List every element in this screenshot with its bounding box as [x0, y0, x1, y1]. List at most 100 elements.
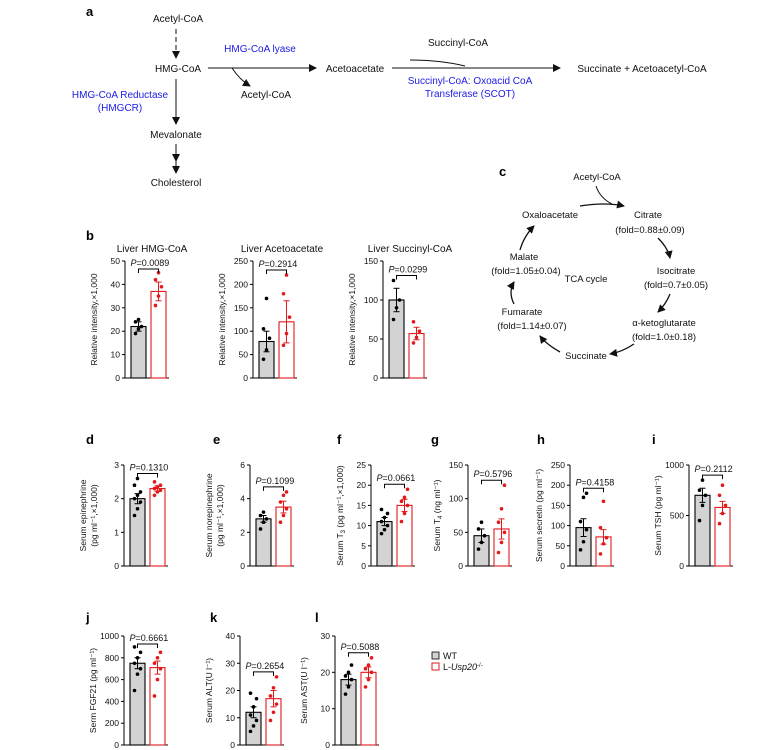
- y-tick-label: 20: [321, 667, 331, 677]
- significance-bracket: [138, 268, 159, 273]
- y-tick-label: 150: [364, 256, 378, 266]
- data-point: [363, 666, 368, 671]
- y-tick-label: 10: [111, 350, 121, 360]
- data-point: [152, 486, 157, 491]
- y-tick-label: 0: [560, 561, 565, 571]
- p-value-label: P=0.0299: [389, 265, 428, 275]
- tca-cycle-label: TCA cycle: [565, 274, 608, 285]
- bar-ko: [149, 488, 166, 567]
- y-axis-label-units: (pg ml⁻¹,×1,000): [89, 484, 99, 547]
- legend-swatch-wt: [431, 651, 440, 660]
- data-point: [479, 520, 484, 525]
- y-tick-label: 40: [226, 631, 236, 641]
- bar-wt: [130, 325, 147, 379]
- enzyme-hmgcr-abbrev: (HMGCR): [98, 103, 142, 114]
- y-tick-label: 0: [361, 561, 366, 571]
- data-point: [261, 520, 266, 525]
- data-point: [138, 666, 143, 671]
- chart-title: Liver Acetoacetate: [241, 244, 324, 255]
- data-point: [274, 702, 279, 706]
- data-point: [132, 688, 137, 693]
- data-point: [717, 493, 722, 498]
- arrow-akg-to-succinate: [609, 343, 635, 357]
- data-point: [159, 284, 164, 289]
- fumarate-fold: (fold=1.14±0.07): [497, 321, 566, 332]
- data-point: [138, 500, 143, 504]
- data-point: [248, 691, 253, 696]
- panel-label-h: h: [537, 432, 545, 447]
- p-value-label: P=0.4158: [576, 477, 615, 487]
- y-tick-label: 50: [454, 527, 464, 537]
- y-tick-label: 10: [226, 713, 236, 723]
- data-point: [264, 517, 269, 521]
- metabolite-acetyl-coa-top: Acetyl-CoA: [153, 14, 203, 25]
- data-point: [284, 490, 289, 494]
- metabolite-citrate: Citrate: [634, 210, 662, 221]
- curve-acetyl-input: [595, 185, 613, 205]
- y-tick-label: 30: [111, 303, 121, 313]
- y-tick-label: 0: [114, 740, 119, 750]
- bar-wt: [255, 518, 272, 567]
- data-point: [251, 705, 256, 709]
- y-tick-label: 2: [114, 494, 119, 504]
- y-tick-label: 20: [226, 686, 236, 696]
- data-point: [156, 294, 161, 298]
- y-axis-label: Serum norepinephrine: [204, 473, 214, 557]
- data-point: [274, 675, 279, 679]
- y-tick-label: 0: [230, 740, 235, 750]
- data-point: [281, 343, 286, 348]
- data-point: [261, 510, 266, 514]
- p-value-label: P=0.2914: [259, 259, 298, 269]
- data-point: [152, 493, 157, 498]
- data-point: [363, 685, 368, 689]
- y-tick-label: 20: [111, 326, 121, 336]
- citrate-fold: (fold=0.88±0.09): [615, 225, 684, 236]
- data-point: [382, 515, 387, 520]
- y-axis-label-units: (pg ml⁻¹,×1,000): [215, 484, 225, 547]
- data-point: [264, 296, 269, 301]
- data-point: [155, 677, 160, 682]
- data-point: [268, 694, 273, 698]
- data-point: [720, 511, 725, 516]
- data-point: [346, 685, 351, 689]
- data-point: [271, 685, 276, 690]
- data-point: [369, 656, 374, 660]
- data-point: [152, 661, 157, 666]
- data-point: [132, 513, 137, 518]
- y-tick-label: 100: [364, 295, 378, 305]
- data-point: [581, 495, 586, 500]
- data-point: [720, 483, 725, 488]
- metabolite-fumarate: Fumarate: [502, 307, 543, 318]
- data-point: [598, 552, 603, 556]
- curve-succinyl-input: [409, 59, 466, 67]
- metabolite-akg: α-ketoglutarate: [632, 318, 696, 329]
- data-point: [284, 506, 289, 511]
- y-axis-label: Serum secretin (pg ml⁻¹): [534, 469, 544, 562]
- data-point: [135, 476, 140, 481]
- data-point: [496, 550, 501, 555]
- bar-ko: [360, 671, 377, 746]
- data-point: [601, 499, 606, 504]
- data-point: [281, 513, 286, 518]
- data-point: [135, 656, 140, 660]
- y-axis-label: Relative intensity,×1,000: [217, 273, 227, 365]
- data-point: [155, 656, 160, 660]
- y-tick-label: 0: [373, 373, 378, 383]
- p-value-label: P=0.2654: [246, 661, 285, 671]
- data-point: [391, 317, 396, 322]
- y-tick-label: 2: [240, 527, 245, 537]
- metabolite-tca-acetyl-coa: Acetyl-CoA: [573, 172, 621, 183]
- data-point: [248, 729, 253, 734]
- y-tick-label: 150: [449, 460, 463, 470]
- data-point: [391, 278, 396, 283]
- data-point: [133, 331, 138, 336]
- data-point: [411, 341, 416, 345]
- data-point: [499, 506, 504, 511]
